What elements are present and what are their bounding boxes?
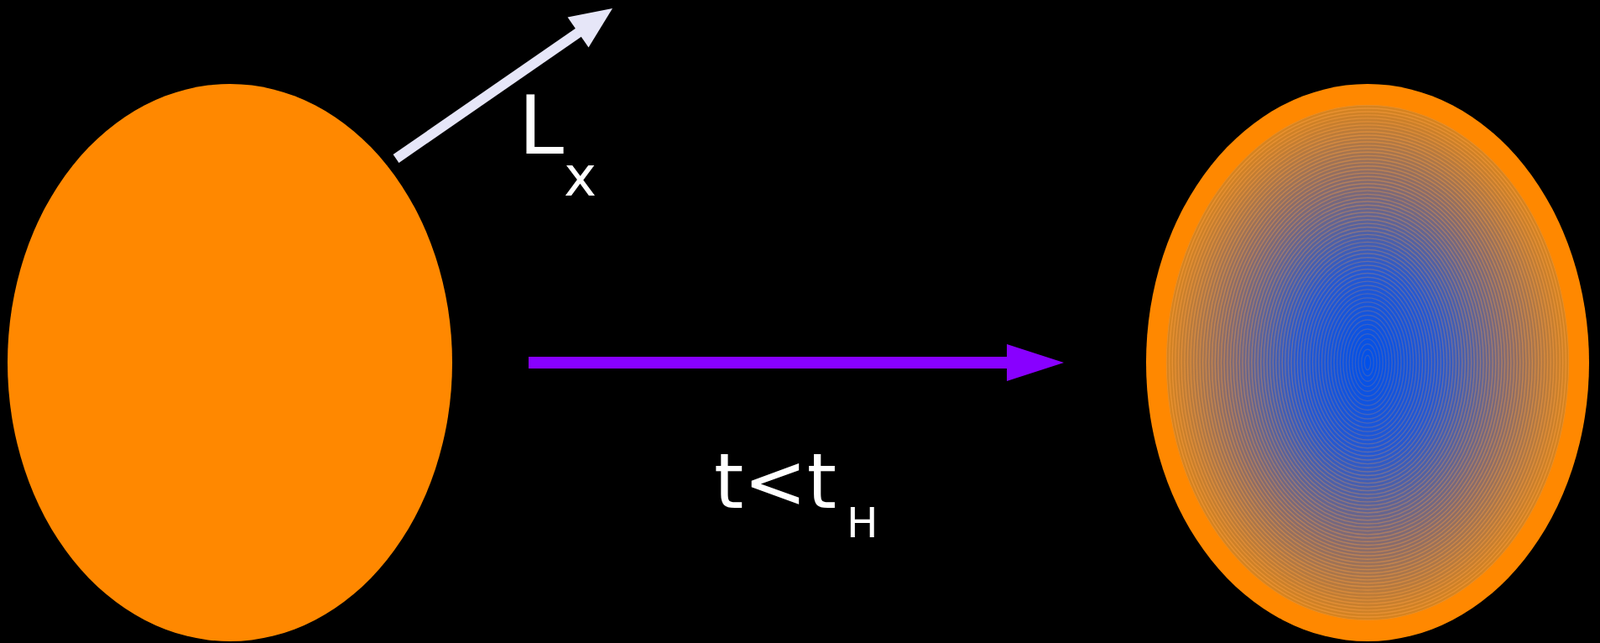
pattern-ring [1157,94,1579,631]
pattern-ring [1355,338,1380,387]
pattern-ring [1334,306,1402,419]
pattern-ring [1196,138,1538,587]
final-star-core [1166,104,1569,621]
pattern-ring [1242,190,1493,535]
luminosity-arrowhead [568,8,614,48]
pattern-ring [1169,108,1567,617]
pattern-ring [1306,269,1429,457]
pattern-ring [1291,249,1444,475]
pattern-ring [1220,166,1514,559]
time-subscript: H [846,501,879,544]
pattern-ring [1190,131,1545,594]
pattern-ring [1287,245,1447,480]
pattern-ring [1239,187,1496,538]
pattern-ring [1224,169,1512,556]
pattern-ring [1270,223,1466,502]
pattern-ring [1261,212,1475,513]
pattern-ring [1276,230,1460,495]
pattern-ring [1328,297,1408,428]
pattern-ring [1175,114,1560,610]
pattern-ring [1349,328,1387,397]
pattern-ring [1162,101,1572,624]
time-arrowhead [1006,343,1064,381]
pattern-ring [1214,159,1521,567]
pattern-ring [1318,285,1417,440]
pattern-ring [1309,272,1426,452]
pattern-ring [1352,333,1383,391]
pattern-ring [1178,118,1558,607]
pattern-ring [1160,98,1576,627]
pattern-ring [1343,319,1392,406]
pattern-ring [1321,289,1413,436]
pattern-ring [1324,293,1411,432]
pattern-ring [1199,141,1536,584]
pattern-ring [1313,276,1423,448]
pattern-ring [1361,349,1375,376]
pattern-ring [1251,201,1484,524]
pattern-ring [1337,310,1399,414]
pattern-ring [1330,302,1404,423]
pattern-ring [1203,145,1533,580]
pattern-ring [1285,241,1450,483]
pattern-ring [1193,135,1543,590]
pattern-ring [1187,128,1548,597]
core-pattern [1157,94,1579,631]
pattern-ring [1294,253,1442,472]
pattern-ring [1209,151,1527,573]
pattern-ring [1172,111,1563,614]
pattern-ring [1339,315,1395,411]
pattern-ring [1303,265,1433,460]
pattern-ring [1166,104,1569,621]
initial-star [7,83,453,642]
pattern-ring [1263,215,1471,509]
final-star-envelope [1146,83,1590,642]
pattern-ring [1364,354,1371,370]
pattern-ring [1245,193,1491,531]
luminosity-symbol: L [518,84,564,167]
pattern-ring [1181,121,1554,604]
pattern-ring [1184,125,1551,600]
time-condition: t<t [714,443,837,520]
pattern-ring [1266,219,1469,506]
pattern-ring [1227,172,1509,553]
pattern-ring [1282,238,1454,487]
pattern-ring [1279,234,1457,490]
pattern-ring [1212,155,1524,569]
pattern-ring [1297,257,1438,469]
pattern-ring [1229,176,1505,548]
pattern-ring [1315,281,1420,444]
pattern-ring [1257,208,1478,517]
pattern-ring [1233,179,1502,545]
pattern-ring [1218,162,1517,563]
pattern-ring [1272,226,1462,498]
pattern-ring [1346,323,1390,401]
pattern-ring [1358,343,1377,381]
luminosity-subscript: x [563,149,597,205]
time-arrow [528,356,1012,369]
pattern-ring [1236,183,1500,543]
pattern-ring [1300,260,1435,464]
pattern-ring [1254,204,1481,520]
pattern-ring [1248,198,1487,528]
pattern-ring [1205,148,1529,577]
